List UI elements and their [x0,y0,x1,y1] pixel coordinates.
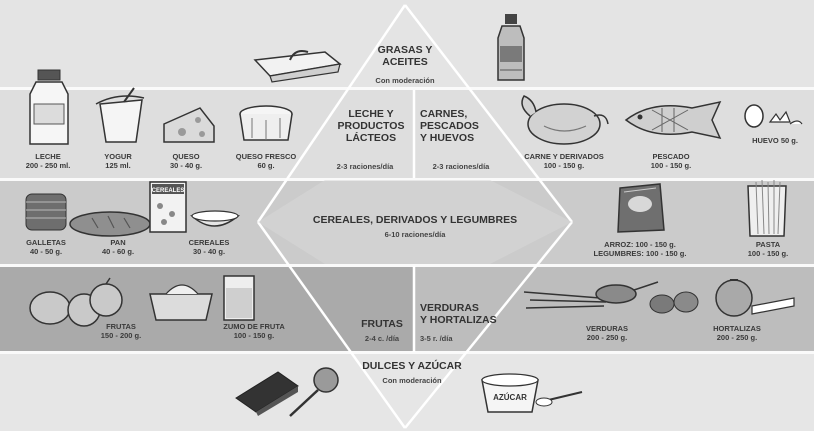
cereal-box-text: CEREALES [152,188,185,194]
yogurt-illustration [95,87,145,143]
vegetables-servings: 3-5 r. /día [420,334,453,343]
fresh-cheese-illustration [239,105,293,141]
fish-illustration [624,100,722,140]
sweets-note: Con moderación [382,376,442,385]
cheese-illustration [163,107,215,143]
egg-label: HUEVO 50 g. [752,136,798,145]
fruits-title: FRUTAS [361,318,403,330]
chocolate-lollipop-illustration [235,367,339,417]
separator [0,351,814,354]
oil-tray-illustration [253,50,342,83]
vegetables-illustration [523,281,659,309]
egg-illustration [744,104,803,128]
produce-illustration [649,279,795,317]
band-fats [0,0,814,88]
rice-bag-illustration [617,183,665,233]
fruits-illustration [29,277,123,327]
cereals-servings: 6-10 raciones/día [384,230,446,239]
protein-servings: 2-3 raciones/día [432,162,490,171]
rice-legumes-label: ARROZ: 100 - 150 g.LEGUMBRES: 100 - 150 … [593,240,687,258]
oil-bottle-illustration [497,14,525,81]
band-sweets [0,353,814,431]
milk-bottle-illustration [29,69,69,145]
cereal-box-illustration: CEREALES [149,181,241,233]
separator [0,87,814,90]
juice-illustration [149,275,255,321]
fats-note: Con moderación [375,76,435,85]
dairy-servings: 2-3 raciones/día [336,162,394,171]
separator [0,264,814,267]
sugar-bowl-text: AZÚCAR [493,393,527,402]
biscuits-illustration [25,193,67,231]
pasta-jar-illustration [747,179,787,237]
sugar-bowl-illustration: AZÚCAR [481,373,583,413]
cereals-title: CEREALES, DERIVADOS Y LEGUMBRES [312,214,518,226]
fruits-servings: 2-4 c. /día [364,334,400,343]
separator [0,178,814,181]
sweets-title: DULCES Y AZÚCAR [362,360,462,372]
bread-illustration [69,211,151,237]
chicken-illustration [521,95,609,145]
